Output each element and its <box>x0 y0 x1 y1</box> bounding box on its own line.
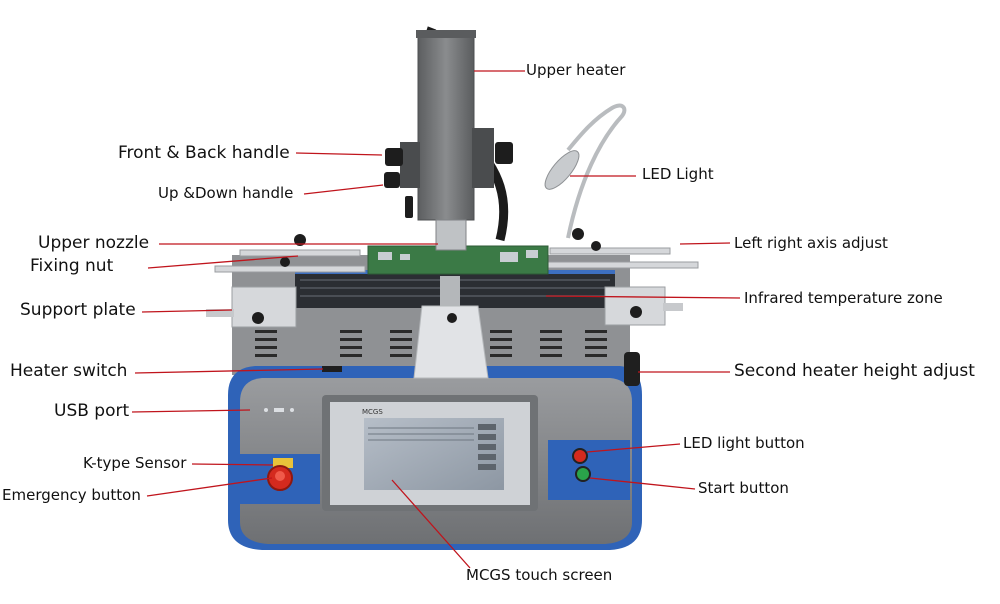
label-usb-port: USB port <box>54 401 130 421</box>
upper-heater <box>417 33 475 221</box>
leader-lines <box>131 70 741 569</box>
second-heater-knob <box>624 352 640 386</box>
label-led-light: LED Light <box>642 165 714 183</box>
vent-slots-right <box>490 330 607 357</box>
front-back-handle <box>385 142 513 166</box>
start-button <box>575 466 591 482</box>
heater-switch <box>322 366 342 372</box>
up-down-handle <box>384 172 413 218</box>
label-k-type-sensor: K-type Sensor <box>83 454 187 472</box>
label-front-back-handle: Front & Back handle <box>118 143 290 163</box>
led-light-button <box>572 448 588 464</box>
label-infrared-zone: Infrared temperature zone <box>744 289 943 307</box>
label-start-button: Start button <box>698 479 789 497</box>
label-support-plate: Support plate <box>20 300 136 320</box>
label-upper-heater: Upper heater <box>526 61 626 79</box>
support-plate-left <box>231 286 297 328</box>
center-stand <box>413 305 489 379</box>
fixing-nut-left <box>294 234 306 246</box>
label-heater-switch: Heater switch <box>10 361 128 381</box>
led-lamp-head <box>544 150 580 190</box>
label-second-heater: Second heater height adjust <box>734 361 975 381</box>
upper-nozzle <box>435 219 467 251</box>
led-lamp-arm <box>566 103 627 239</box>
label-up-down-handle: Up &Down handle <box>158 184 294 202</box>
support-plate-right <box>604 286 666 326</box>
label-fixing-nut: Fixing nut <box>30 256 114 276</box>
label-led-light-button: LED light button <box>683 434 805 452</box>
pcb-rails <box>214 247 699 273</box>
label-upper-nozzle: Upper nozzle <box>38 233 150 253</box>
label-emergency-button: Emergency button <box>2 486 141 504</box>
k-type-sensor-socket <box>273 458 293 468</box>
vent-slots-left <box>255 330 412 357</box>
usb-port <box>264 408 294 412</box>
label-touch-screen: MCGS touch screen <box>466 566 613 584</box>
label-left-right-axis: Left right axis adjust <box>734 234 888 252</box>
panel-brand: MCGS <box>362 408 383 416</box>
